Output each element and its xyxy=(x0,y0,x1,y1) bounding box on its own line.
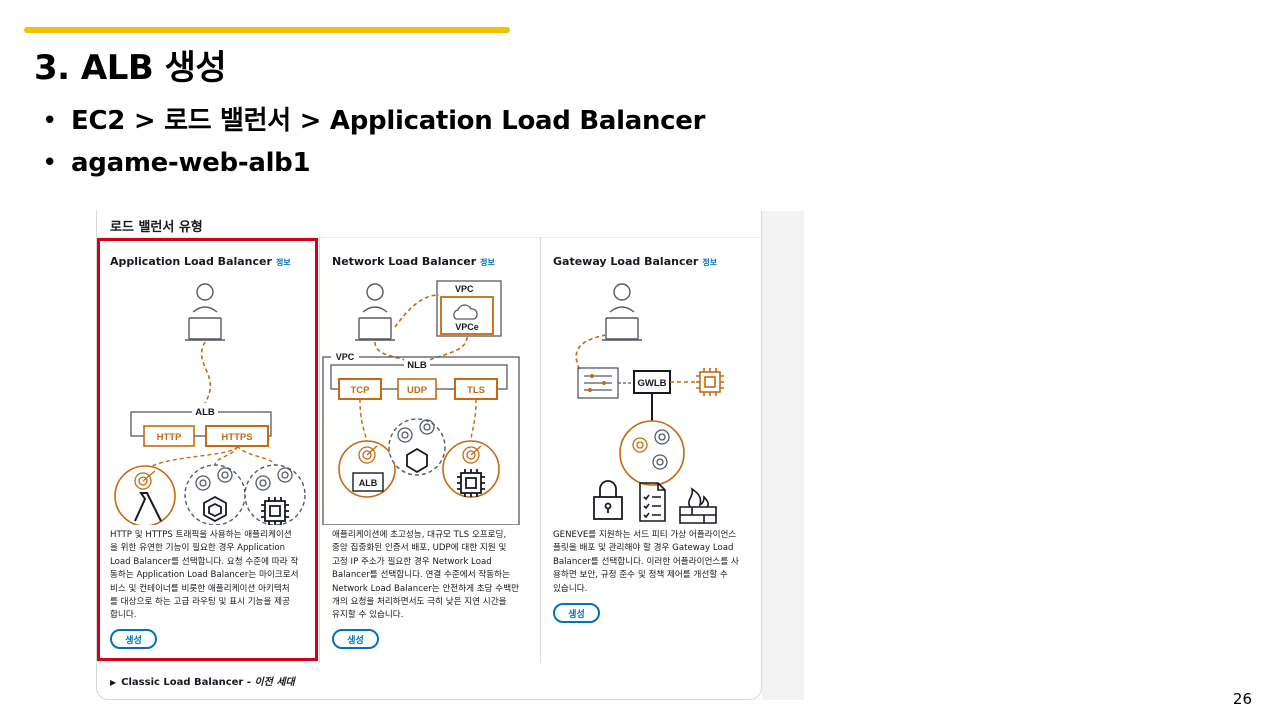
panel-divider xyxy=(97,237,761,238)
gwlb-create-button[interactable]: 생성 xyxy=(553,603,600,623)
nlb-info-link[interactable]: 정보 xyxy=(480,258,495,267)
svg-text:VPCe: VPCe xyxy=(455,322,479,332)
http-listener xyxy=(143,425,195,447)
svg-text:UDP: UDP xyxy=(407,385,428,396)
alb-highlight-box xyxy=(97,238,318,661)
bullet-path: EC2 > 로드 밸런서 > Application Load Balancer xyxy=(42,100,705,142)
container-icon xyxy=(203,495,227,523)
checklist-icon xyxy=(639,482,666,522)
gwlb-info-link[interactable]: 정보 xyxy=(702,258,718,267)
vpc-top-box xyxy=(436,280,502,337)
udp-listener xyxy=(397,378,437,400)
connection-line xyxy=(200,341,212,404)
svg-text:NLB: NLB xyxy=(407,360,427,371)
user-laptop-icon xyxy=(355,283,395,341)
user-laptop-icon xyxy=(185,283,225,341)
gwlb-description: GENEVE를 지원하는 서드 피티 가상 어플라이언스 플릿을 배포 및 관리… xyxy=(553,530,739,594)
svg-text:HTTP: HTTP xyxy=(157,432,182,443)
appliance-chip-icon xyxy=(696,368,724,396)
alb-info-link[interactable]: 정보 xyxy=(275,258,291,267)
svg-text:VPC: VPC xyxy=(455,284,474,294)
classic-load-balancer-toggle[interactable]: ▶Classic Load Balancer - 이전 세대 xyxy=(110,677,295,688)
alb-target-box xyxy=(352,472,384,492)
slide-title: 3. ALB 생성 xyxy=(34,48,227,88)
svg-text:TCP: TCP xyxy=(351,385,371,396)
panel-title: 로드 밸런서 유형 xyxy=(110,220,203,235)
vpc-box xyxy=(322,356,520,525)
nlb-description: 애플리케이션에 초고성능, 대규모 TLS 오프로딩, 중앙 집중화된 인증서 … xyxy=(332,530,520,621)
svg-text:VPC: VPC xyxy=(336,352,355,362)
alb-create-button[interactable]: 생성 xyxy=(110,629,157,649)
page-number: 26 xyxy=(1232,690,1252,708)
router-icon xyxy=(577,367,619,399)
nlb-create-button[interactable]: 생성 xyxy=(332,629,379,649)
lock-icon xyxy=(593,480,623,520)
caret-right-icon: ▶ xyxy=(110,678,117,687)
screenshot-edge xyxy=(762,211,804,700)
svg-text:TLS: TLS xyxy=(467,385,485,396)
bullet-alb-name: agame-web-alb1 xyxy=(42,142,705,184)
cloud-icon xyxy=(453,304,478,320)
column-separator xyxy=(319,237,320,663)
bullet-list: EC2 > 로드 밸런서 > Application Load Balancer… xyxy=(42,100,705,184)
chip-icon xyxy=(261,497,289,525)
firewall-icon xyxy=(679,487,717,524)
container-icon xyxy=(406,447,428,474)
alb-description: HTTP 및 HTTPS 트래픽을 사용하는 애플리케이션 을 위한 유연한 기… xyxy=(110,530,299,621)
alb-diagram: ALB HTTP HTTPS xyxy=(114,283,306,525)
svg-text:ALB: ALB xyxy=(359,478,378,488)
title-accent-bar xyxy=(24,27,510,33)
alb-group-label: ALB xyxy=(195,407,215,418)
column-separator xyxy=(540,237,541,663)
nlb-diagram: VPC VPCe VPC NLB TCP UDP TLS ALB xyxy=(322,280,520,525)
svg-text:HTTPS: HTTPS xyxy=(221,432,252,443)
chip-icon xyxy=(457,469,485,497)
user-laptop-icon xyxy=(602,283,642,341)
svg-text:GWLB: GWLB xyxy=(637,378,666,389)
vpce-box xyxy=(440,296,494,335)
lambda-icon xyxy=(134,492,162,522)
gwlb-diagram: GWLB xyxy=(575,283,724,524)
